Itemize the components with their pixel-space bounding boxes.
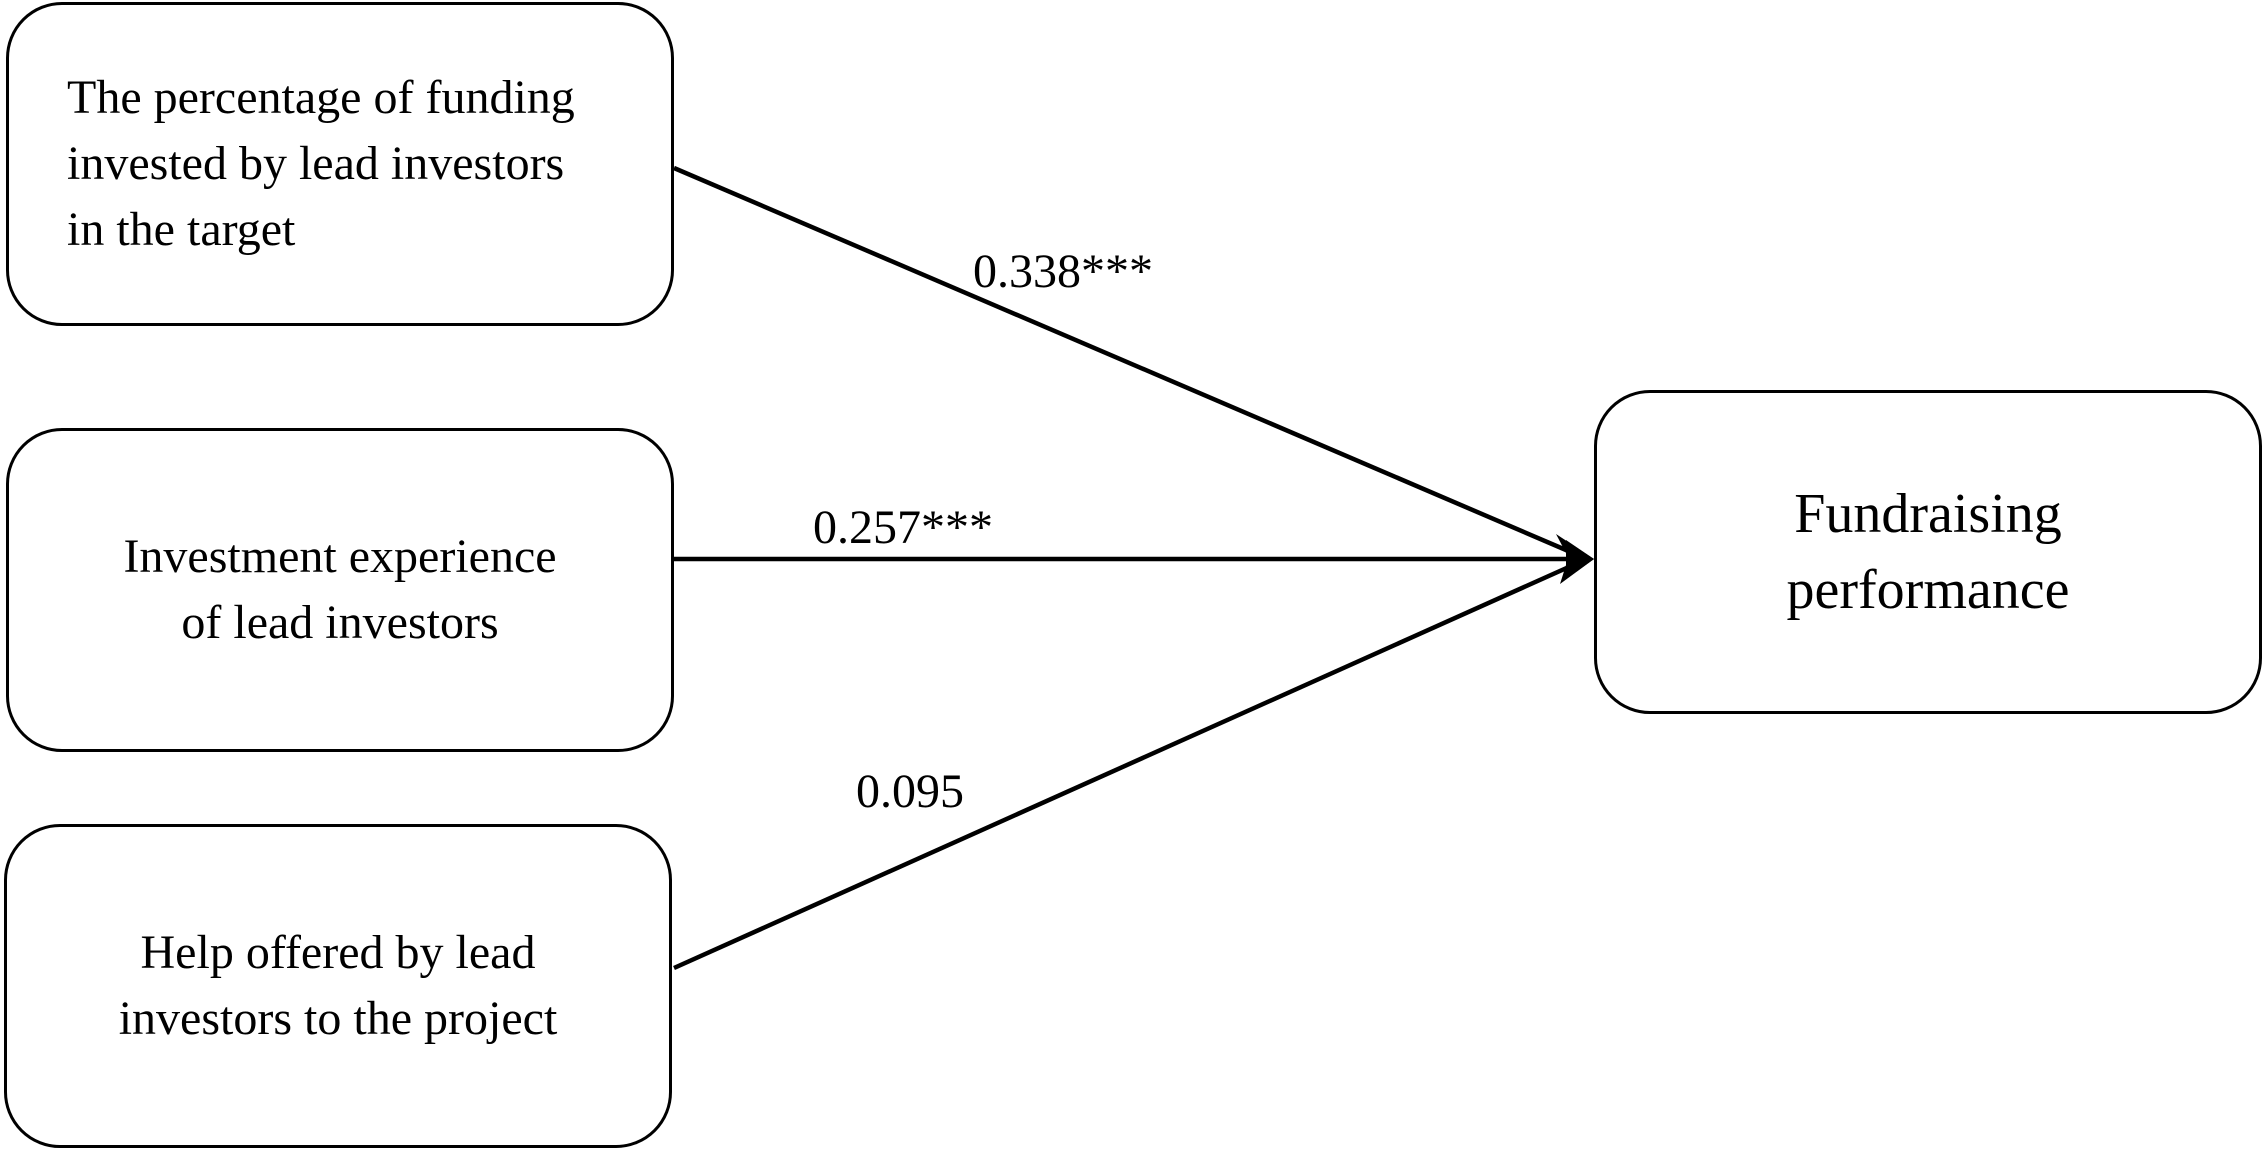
node-label-line: investors to the project xyxy=(118,992,558,1045)
node-label-line: of lead investors xyxy=(181,596,499,649)
node-investment-experience: Investment experience of lead investors xyxy=(6,428,674,752)
arrowhead xyxy=(1560,546,1594,584)
node-label-line: in the target xyxy=(67,203,296,256)
coefficient-label-experience: 0.257*** xyxy=(813,501,993,554)
node-label-line: Investment experience xyxy=(123,530,557,583)
arrowhead xyxy=(1556,534,1594,572)
node-label-line: invested by lead investors xyxy=(67,137,565,190)
node-fundraising-performance: Fundraising performance xyxy=(1594,390,2262,714)
arrow-help-to-outcome xyxy=(673,559,1581,971)
node-pct-funding: The percentage of funding invested by le… xyxy=(6,2,674,326)
node-label-line: Help offered by lead xyxy=(140,926,536,979)
arrow-pct-funding-to-outcome xyxy=(673,165,1581,559)
node-label-line: Fundraising xyxy=(1794,483,2062,545)
node-help-offered: Help offered by lead investors to the pr… xyxy=(4,824,672,1148)
node-label-line: The percentage of funding xyxy=(67,71,575,124)
arrowhead xyxy=(1566,540,1594,578)
coefficient-label-pct-funding: 0.338*** xyxy=(973,245,1153,298)
node-label-line: performance xyxy=(1786,559,2070,621)
coefficient-label-help: 0.095 xyxy=(856,765,964,818)
